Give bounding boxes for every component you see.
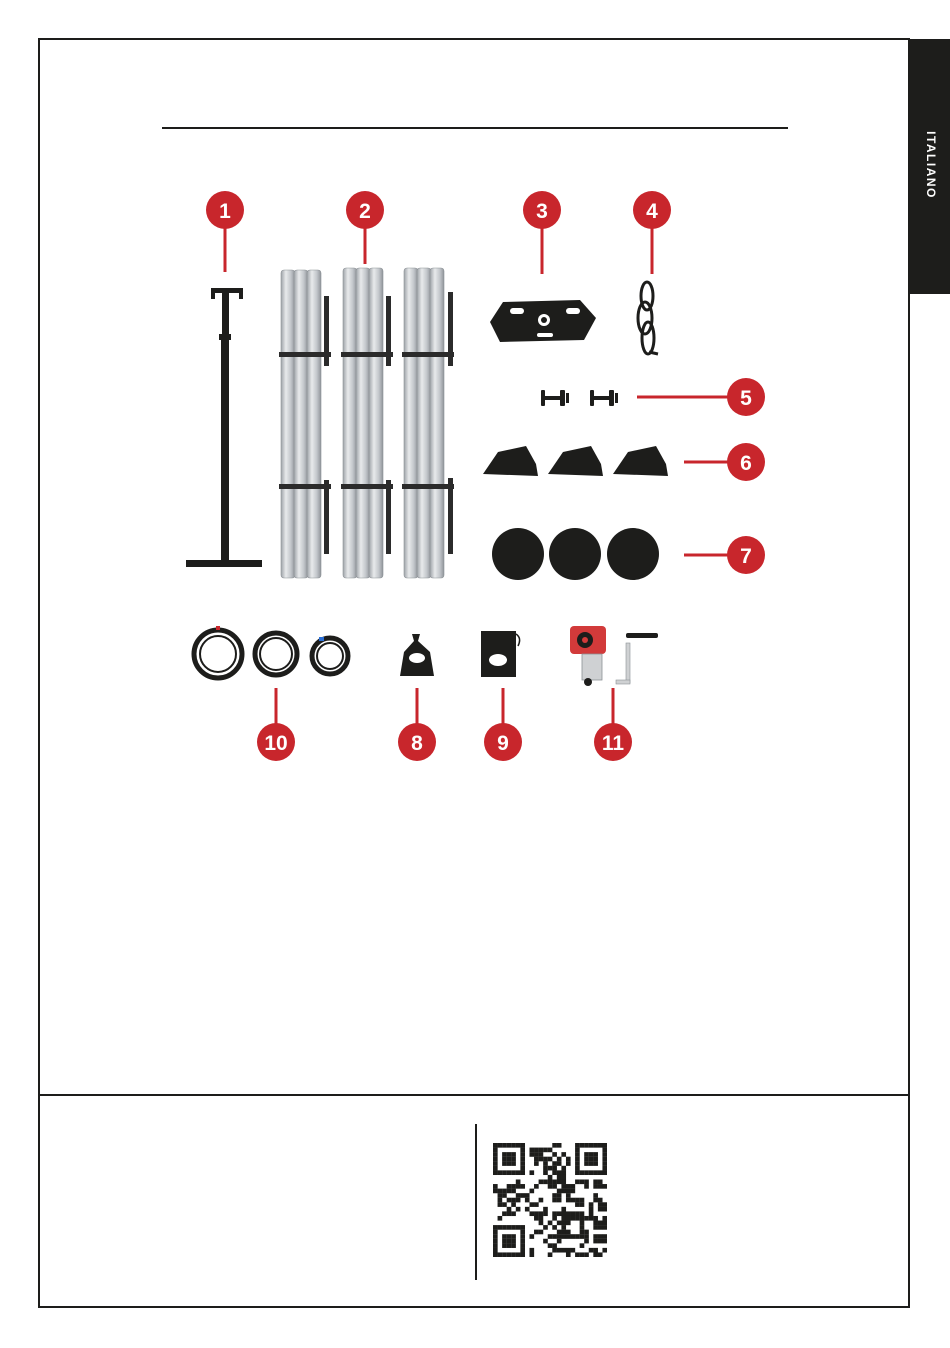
- svg-text:7: 7: [740, 545, 752, 568]
- aluminium-poles-icon: [279, 268, 454, 578]
- pulley-pins-icon: [541, 390, 618, 406]
- badge-4: 4: [633, 191, 671, 229]
- svg-text:1: 1: [219, 200, 231, 223]
- badge-5: 5: [727, 378, 765, 416]
- footer-divider: [475, 1124, 477, 1280]
- badge-1: 1: [206, 191, 244, 229]
- winch-and-crank-icon: [570, 626, 658, 686]
- badge-8: 8: [398, 723, 436, 761]
- badge-9: 9: [484, 723, 522, 761]
- adjustable-stand-icon: [186, 288, 262, 567]
- svg-text:10: 10: [264, 732, 287, 755]
- components-illustration: 1 2 3 4 5 6 7 8: [0, 0, 950, 1100]
- svg-text:2: 2: [359, 200, 371, 223]
- base-brackets-icon: [483, 446, 668, 476]
- rope-coil-icon: [638, 282, 658, 354]
- badge-3: 3: [523, 191, 561, 229]
- cable-coils-icon: [194, 626, 348, 678]
- footer-separator: [38, 1094, 910, 1096]
- drawstring-bag-icon: [400, 634, 434, 676]
- badge-10: 10: [257, 723, 295, 761]
- svg-text:11: 11: [602, 732, 625, 755]
- round-pads-icon: [492, 528, 659, 580]
- svg-text:8: 8: [411, 732, 423, 755]
- svg-text:4: 4: [646, 200, 658, 223]
- svg-text:9: 9: [497, 732, 509, 755]
- svg-text:3: 3: [536, 200, 548, 223]
- svg-text:6: 6: [740, 452, 752, 475]
- carry-bag-icon: [481, 631, 520, 677]
- badge-6: 6: [727, 443, 765, 481]
- svg-text:5: 5: [740, 387, 752, 410]
- badge-2: 2: [346, 191, 384, 229]
- badge-7: 7: [727, 536, 765, 574]
- top-plate-icon: [490, 300, 596, 342]
- badge-11: 11: [594, 723, 632, 761]
- qr-code-icon[interactable]: [493, 1143, 607, 1257]
